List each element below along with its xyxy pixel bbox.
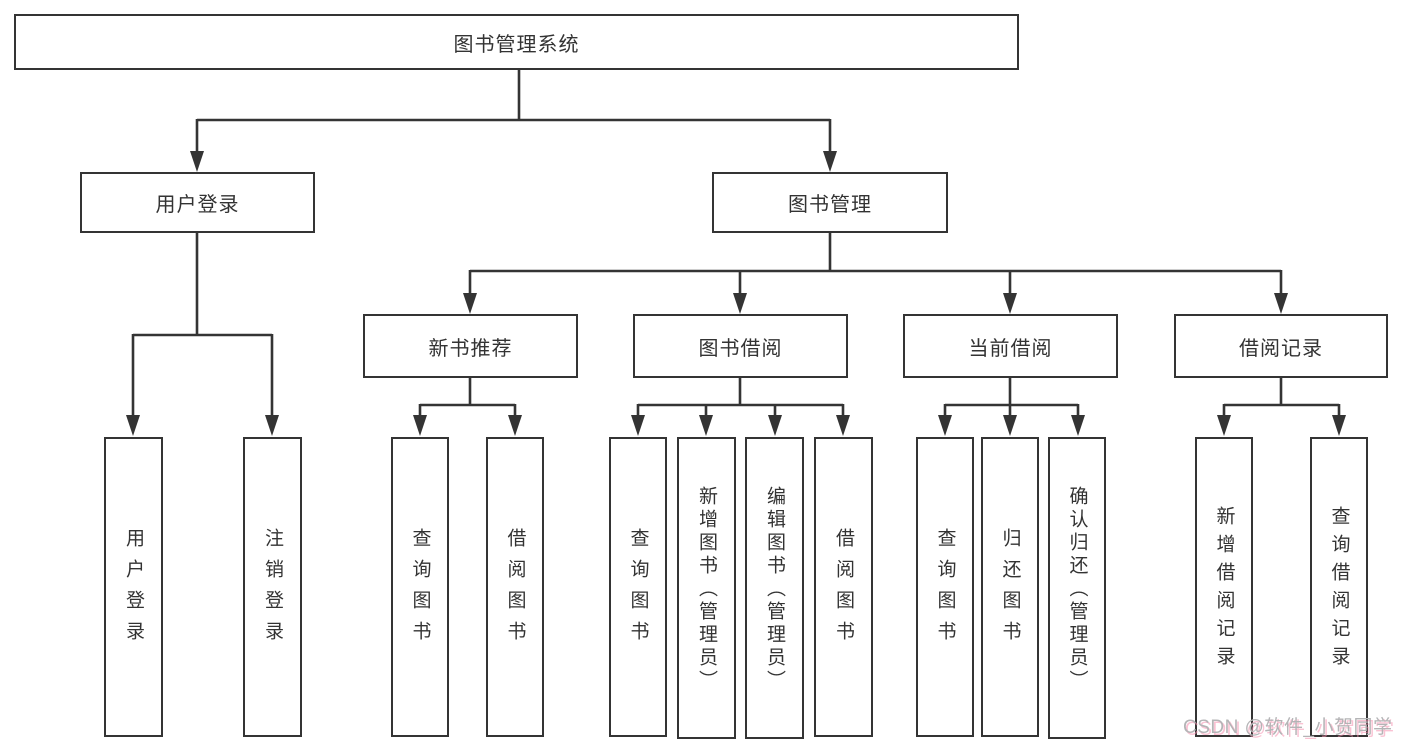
node-leaf-logout: 注销登录: [243, 437, 302, 737]
connector-line: [468, 233, 1283, 298]
node-leaf-add-borrow-record: 新增借阅记录: [1195, 437, 1253, 737]
node-root-system: 图书管理系统: [14, 14, 1019, 70]
connector-line: [1222, 378, 1341, 420]
node-new-book-recommend: 新书推荐: [363, 314, 578, 378]
arrow-down-icon: [1217, 415, 1231, 436]
node-leaf-query-borrow-record: 查询借阅记录: [1310, 437, 1368, 737]
node-borrow-records: 借阅记录: [1174, 314, 1388, 378]
arrow-down-icon: [126, 415, 140, 436]
arrow-down-icon: [413, 415, 427, 436]
arrow-down-icon: [1332, 415, 1346, 436]
arrow-down-icon: [265, 415, 279, 436]
arrow-down-icon: [699, 415, 713, 436]
node-leaf-user-login: 用户登录: [104, 437, 163, 737]
node-leaf-borrow-books-2: 借阅图书: [814, 437, 873, 737]
node-book-borrow: 图书借阅: [633, 314, 848, 378]
node-leaf-borrow-books-1: 借阅图书: [486, 437, 544, 737]
node-leaf-return-books: 归还图书: [981, 437, 1039, 737]
connector-line: [418, 378, 517, 420]
arrow-down-icon: [631, 415, 645, 436]
arrow-down-icon: [768, 415, 782, 436]
arrow-down-icon: [1003, 415, 1017, 436]
arrow-down-icon: [836, 415, 850, 436]
arrow-down-icon: [1003, 293, 1017, 314]
node-current-borrow: 当前借阅: [903, 314, 1118, 378]
connector-line: [131, 233, 274, 420]
arrow-down-icon: [463, 293, 477, 314]
arrow-down-icon: [1274, 293, 1288, 314]
connector-lines: [131, 70, 1341, 420]
node-user-login: 用户登录: [80, 172, 315, 233]
node-leaf-add-books-admin: 新增图书（管理员）: [677, 437, 736, 739]
node-leaf-query-books-2: 查询图书: [609, 437, 667, 737]
arrow-down-icon: [508, 415, 522, 436]
connector-line: [636, 378, 845, 420]
node-leaf-query-books-3: 查询图书: [916, 437, 974, 737]
node-book-management: 图书管理: [712, 172, 948, 233]
arrow-down-icon: [1071, 415, 1085, 436]
node-leaf-query-books-1: 查询图书: [391, 437, 449, 737]
arrow-down-icon: [938, 415, 952, 436]
arrow-down-icon: [190, 151, 204, 172]
connector-line: [943, 378, 1080, 420]
connector-line: [195, 70, 832, 156]
node-leaf-confirm-return-admin: 确认归还（管理员）: [1048, 437, 1106, 739]
arrow-down-icon: [733, 293, 747, 314]
node-leaf-edit-books-admin: 编辑图书（管理员）: [745, 437, 804, 739]
arrow-down-icon: [823, 151, 837, 172]
arrowheads: [126, 151, 1346, 436]
csdn-watermark: CSDN @软件_小贺同学: [1183, 717, 1393, 738]
